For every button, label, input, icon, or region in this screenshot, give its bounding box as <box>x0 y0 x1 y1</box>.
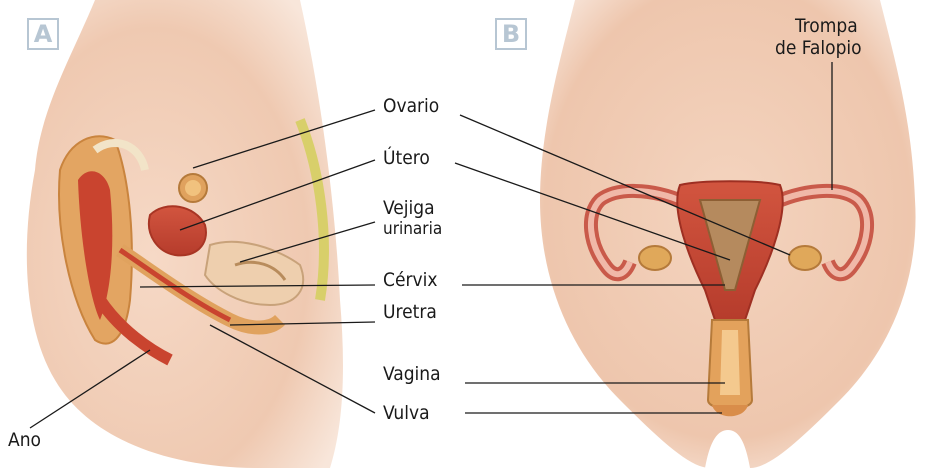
panel-a-badge: A <box>27 18 59 50</box>
label-trompa-line2: de Falopio <box>775 38 862 58</box>
label-vejiga-line2: urinaria <box>383 220 442 238</box>
label-trompa-line1: Trompa <box>795 16 858 36</box>
label-ovario: Ovario <box>383 96 439 116</box>
label-vagina: Vagina <box>383 364 441 384</box>
label-vulva: Vulva <box>383 403 430 423</box>
label-cervix: Cérvix <box>383 270 437 290</box>
label-vejiga-line1: Vejiga <box>383 198 435 218</box>
label-ano: Ano <box>8 430 41 450</box>
label-utero: Útero <box>383 148 430 168</box>
panel-b-badge: B <box>495 18 527 50</box>
label-uretra: Uretra <box>383 302 437 322</box>
